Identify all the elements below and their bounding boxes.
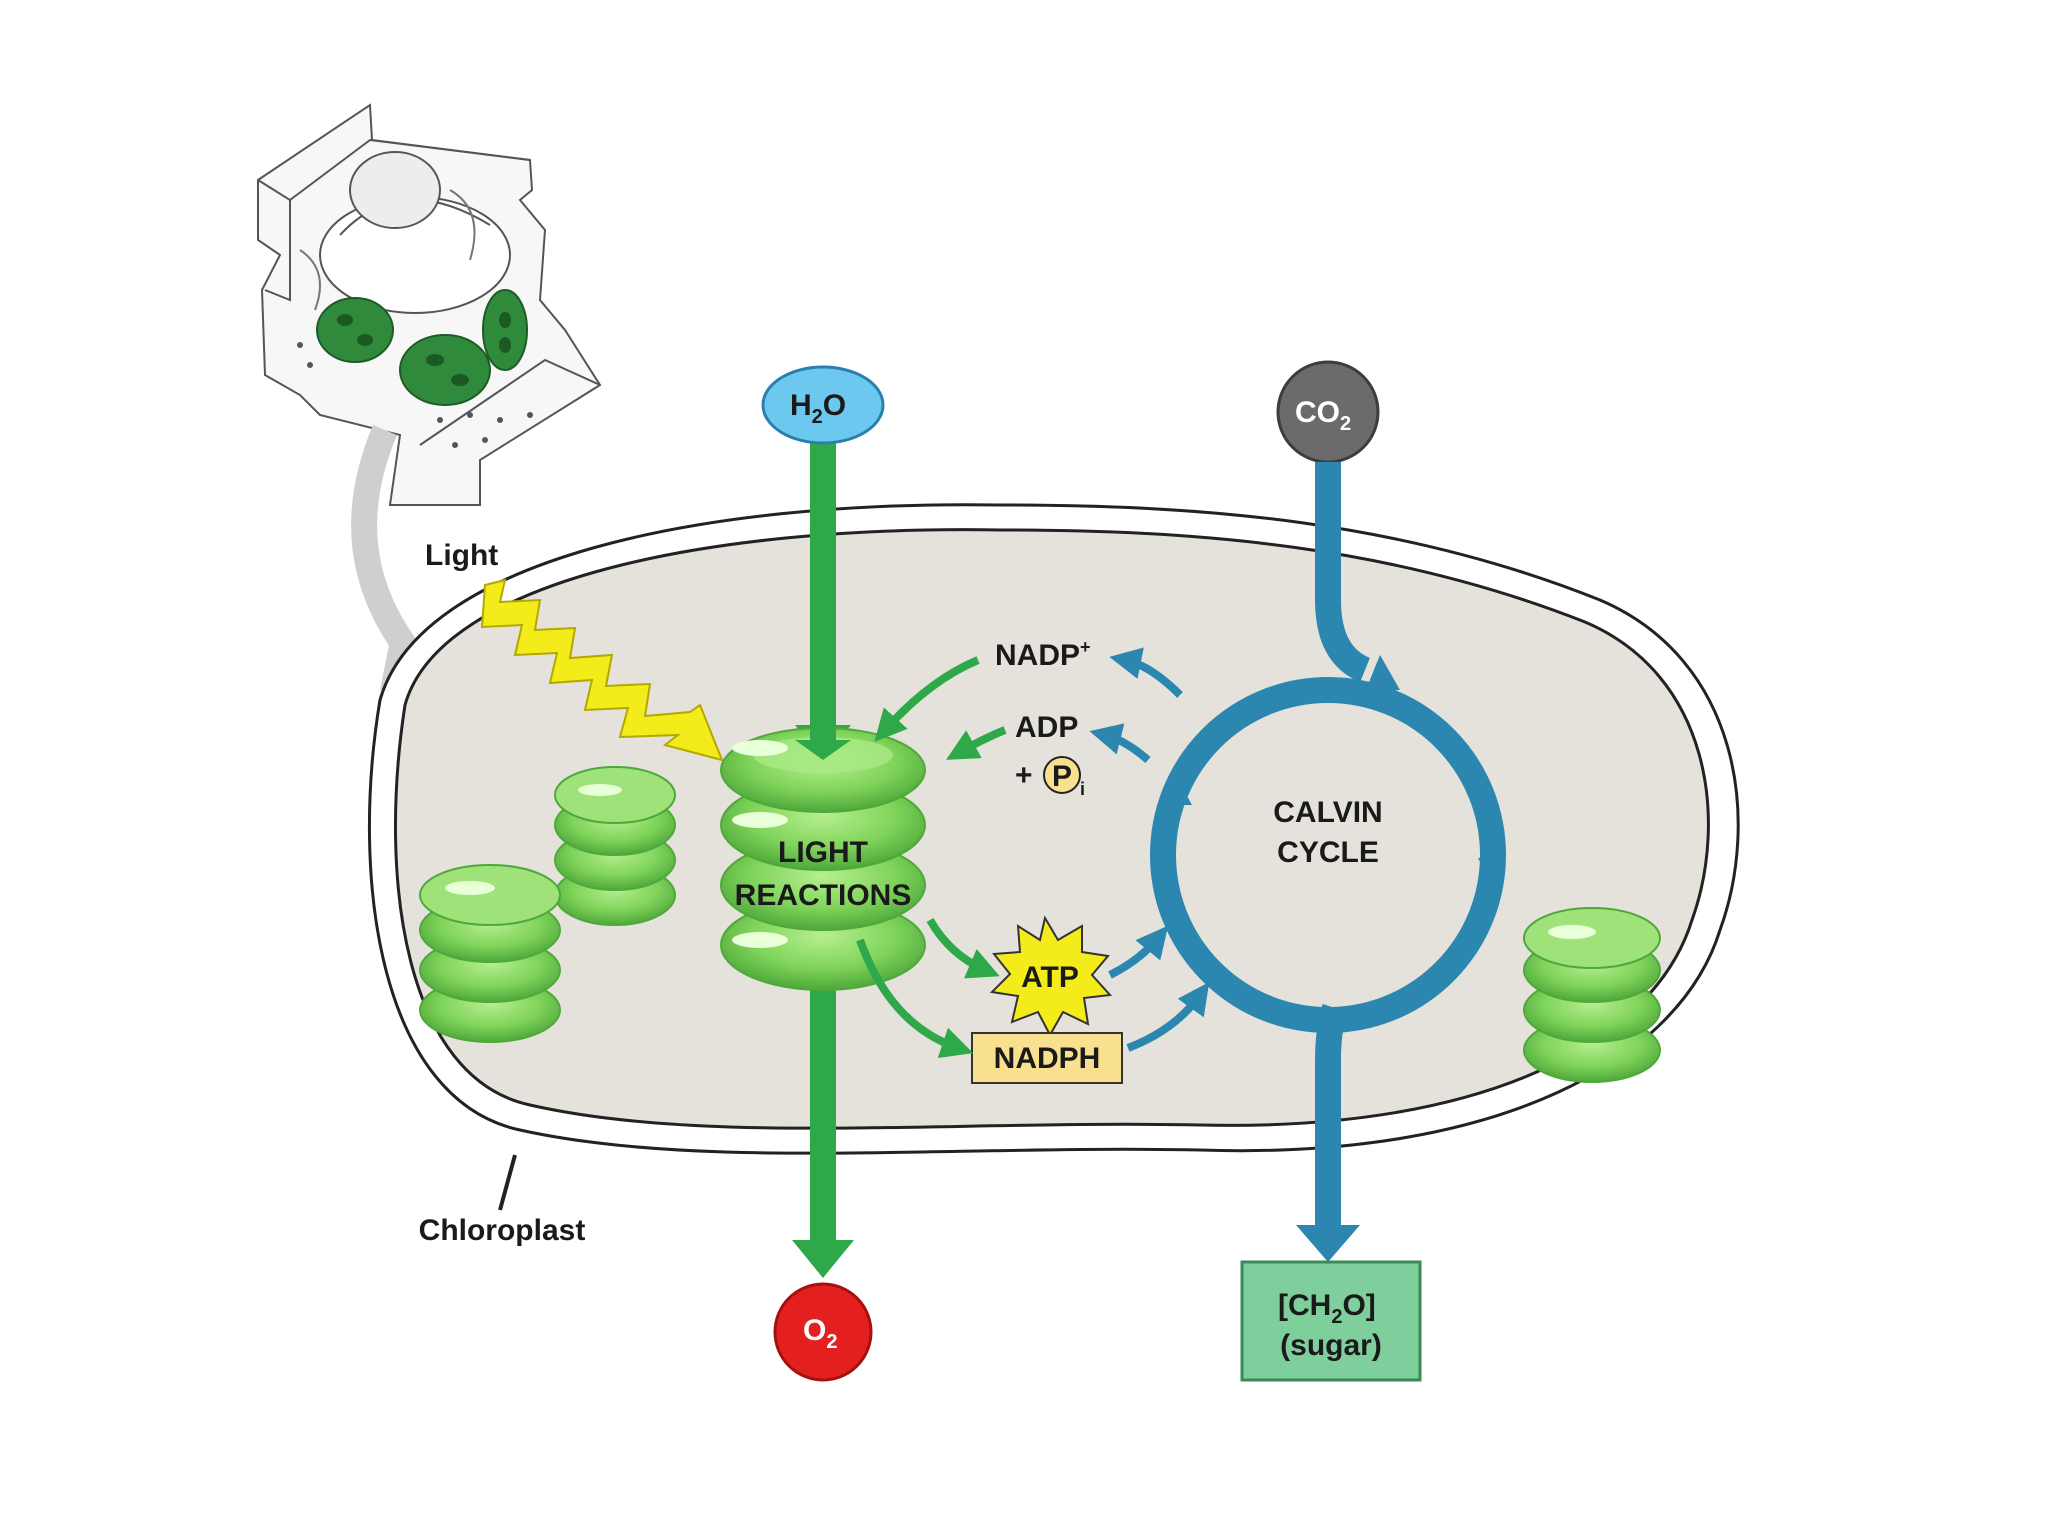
atp-label: ATP xyxy=(1021,961,1079,994)
sugar-label-2: (sugar) xyxy=(1280,1329,1382,1362)
svg-text:NADP+: NADP+ xyxy=(995,637,1091,672)
nadph-to-calvin-arrow xyxy=(1126,981,1210,1052)
svg-text:[CH2O]: [CH2O] xyxy=(1278,1289,1376,1328)
nadp-label: NADP xyxy=(995,639,1080,672)
nadph-label: NADPH xyxy=(994,1042,1101,1075)
lightning-bolt-icon xyxy=(480,578,724,762)
sugar-label-a: [CH xyxy=(1278,1289,1331,1322)
calvin-cycle-label-1: CALVIN xyxy=(1273,796,1382,829)
nadp-superscript: + xyxy=(1080,637,1091,657)
water-to-oxygen-arrow xyxy=(792,435,854,1278)
co2-label: CO xyxy=(1295,396,1340,429)
sugar-subscript: 2 xyxy=(1331,1306,1342,1328)
water-label-tail: O xyxy=(823,389,846,422)
co2-subscript: 2 xyxy=(1340,413,1351,435)
adp-to-light-arrow xyxy=(946,726,1007,760)
pi-p-label: P xyxy=(1052,760,1072,793)
light-to-nadph-arrow xyxy=(856,938,974,1059)
calvin-to-adp-arrow xyxy=(1089,723,1151,764)
pi-subscript: i xyxy=(1080,779,1085,799)
pi-plus-label: + xyxy=(1015,759,1033,792)
oxygen-node: O2 xyxy=(773,1282,873,1382)
sugar-label-b: O] xyxy=(1342,1289,1375,1322)
calvin-cycle-ring xyxy=(1150,462,1506,1262)
oxygen-label: O xyxy=(803,1314,826,1347)
thylakoid-stack-icon xyxy=(554,766,676,926)
light-reactions-label-1: LIGHT xyxy=(778,836,868,869)
plant-cell-icon xyxy=(257,103,602,506)
svg-text:O2: O2 xyxy=(803,1314,837,1353)
sugar-product-box: [CH2O] (sugar) xyxy=(1240,1260,1422,1382)
phosphate-circle-icon: P i xyxy=(1043,756,1085,799)
svg-text:CO2: CO2 xyxy=(1295,396,1351,435)
svg-text:H2O: H2O xyxy=(790,389,846,428)
light-to-atp-arrow xyxy=(926,917,1000,979)
light-reactions-stack xyxy=(720,727,926,991)
atp-starburst-icon: ATP xyxy=(989,915,1113,1038)
light-label: Light xyxy=(425,539,498,572)
nadp-to-light-arrow xyxy=(874,656,980,742)
nadph-box: NADPH xyxy=(971,1032,1123,1084)
light-reactions-label-2: REACTIONS xyxy=(735,879,912,912)
thylakoid-stack-icon xyxy=(1523,907,1661,1083)
water-subscript: 2 xyxy=(812,406,823,428)
thylakoid-stack-icon xyxy=(419,864,561,1043)
atp-to-calvin-arrow xyxy=(1108,925,1169,979)
co2-node: CO2 xyxy=(1276,360,1380,464)
adp-label: ADP xyxy=(1015,711,1078,744)
water-label: H xyxy=(790,389,812,422)
chloroplast-label: Chloroplast xyxy=(419,1214,586,1247)
calvin-to-nadp-arrow xyxy=(1109,647,1183,698)
oxygen-subscript: 2 xyxy=(826,1331,837,1353)
calvin-cycle-label-2: CYCLE xyxy=(1277,836,1379,869)
water-node: H2O xyxy=(761,365,885,445)
